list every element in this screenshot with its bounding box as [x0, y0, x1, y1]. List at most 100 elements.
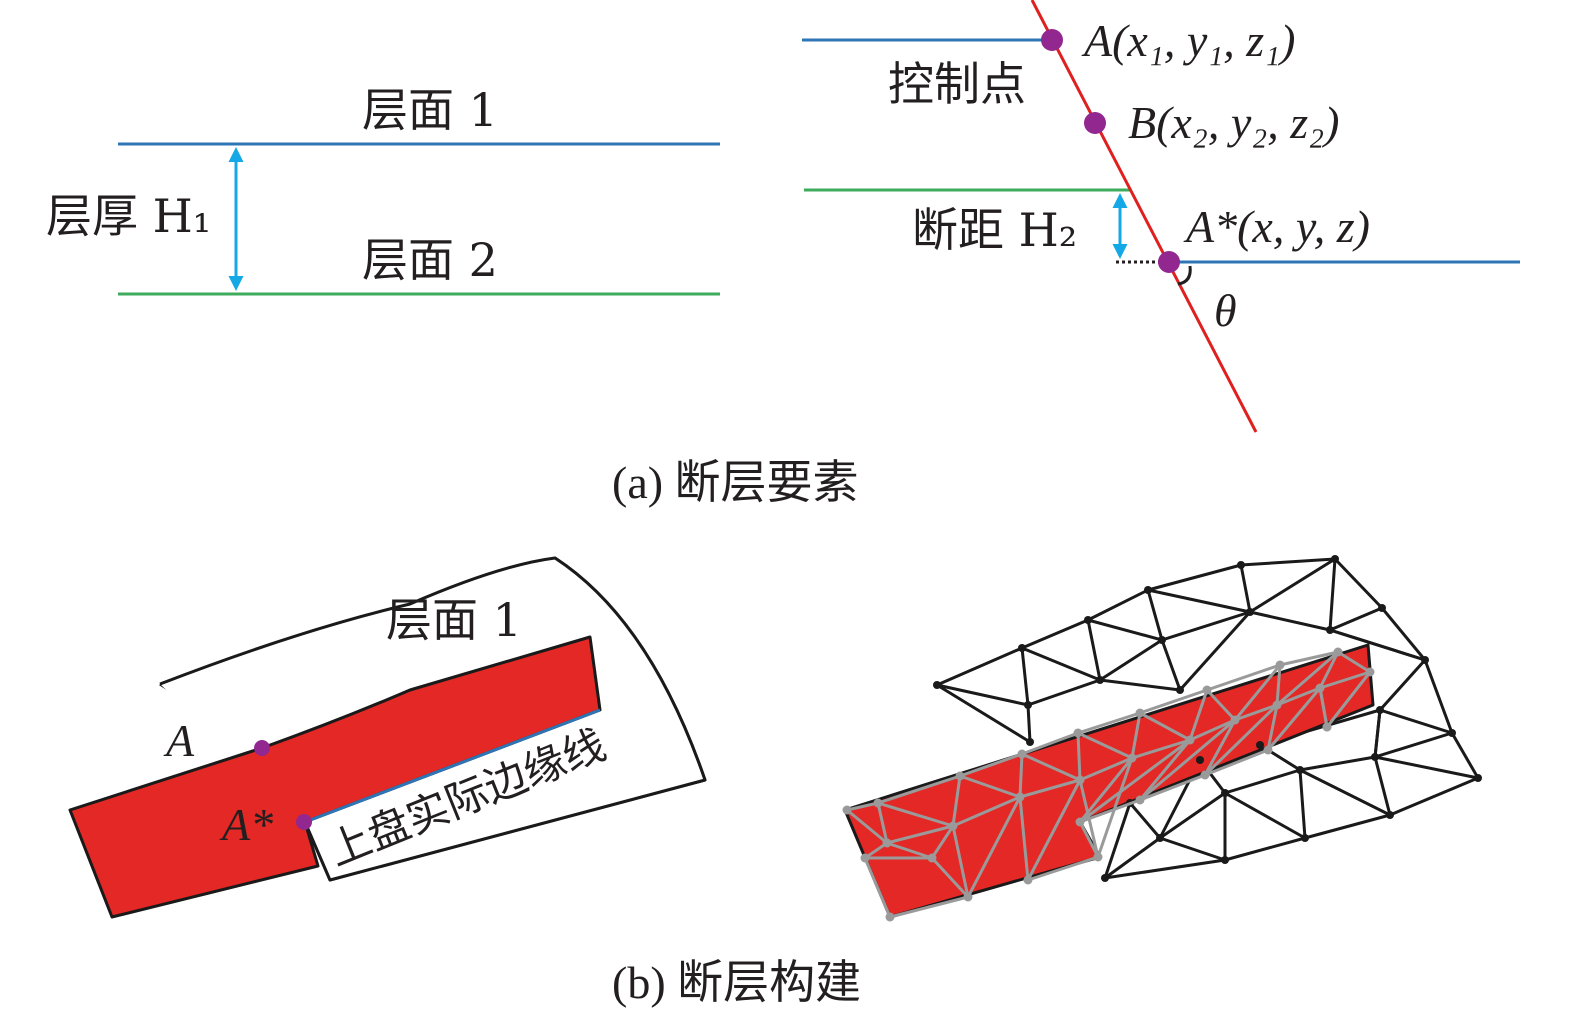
mesh-edge	[1333, 557, 1384, 610]
mesh-node	[1378, 604, 1386, 612]
mesh-inner-edge	[1204, 748, 1269, 777]
mesh-edge	[1380, 607, 1427, 661]
point-a-marker	[254, 740, 270, 756]
mesh-inner-edge	[1021, 752, 1081, 782]
mesh-node	[1237, 561, 1245, 569]
mesh-node	[1158, 636, 1166, 644]
angle-label: θ	[1214, 285, 1237, 336]
mesh-inner-edge	[959, 774, 1021, 799]
mesh-inner-edge	[1138, 739, 1192, 801]
mesh-node	[1301, 834, 1309, 842]
mesh-inner-edge	[1139, 688, 1208, 715]
panel-b-mesh	[842, 555, 1482, 922]
mesh-inner-edge	[1206, 663, 1281, 692]
mesh-edge	[1450, 732, 1480, 779]
point-b-label: B(x₂, y₂, z₂)	[1128, 97, 1339, 148]
mesh-edge	[1020, 647, 1030, 706]
mesh-inner-edge	[846, 801, 879, 812]
mesh-inner-node	[927, 853, 937, 863]
mesh-inner-edge	[863, 857, 892, 918]
mesh-inner-edge	[1021, 731, 1079, 756]
mesh-node	[1326, 626, 1334, 634]
mesh-inner-edge	[1139, 711, 1191, 742]
mesh-node	[1256, 741, 1264, 749]
mesh-node	[1096, 676, 1104, 684]
mesh-inner-edge	[1275, 664, 1282, 706]
mesh-inner-edge	[1096, 757, 1134, 858]
mesh-edge	[936, 683, 1029, 707]
mesh-edge	[1299, 755, 1376, 772]
mesh-inner-edge	[1131, 738, 1191, 760]
mesh-edge	[1249, 610, 1331, 632]
mesh-inner-node	[948, 821, 958, 831]
mesh-node	[1156, 834, 1164, 842]
mesh-inner-edge	[1077, 711, 1141, 735]
panel-a-left: 层面 1 层面 2 层厚 H₁	[46, 83, 720, 296]
mesh-node	[1421, 656, 1429, 664]
mesh-edge	[1224, 836, 1306, 862]
mesh-edge	[1161, 610, 1251, 642]
mesh-inner-edge	[1079, 738, 1191, 824]
mesh-edge	[1099, 678, 1181, 692]
mesh-node	[1176, 686, 1184, 694]
caption-b: (b) 断层构建	[612, 957, 861, 1008]
mesh-inner-node	[1073, 728, 1083, 738]
mesh-node	[1474, 774, 1482, 782]
mesh-node	[1376, 706, 1384, 714]
mesh-inner-edge	[889, 895, 969, 919]
mesh-edge	[1224, 791, 1306, 840]
mesh-inner-edge	[877, 774, 961, 805]
mesh-edge	[1304, 813, 1391, 840]
mesh-edge	[1087, 618, 1163, 642]
mesh-edge	[1146, 589, 1164, 641]
mesh-inner-edge	[930, 856, 970, 899]
mesh-inner-node	[1275, 660, 1285, 670]
mesh-node	[1371, 753, 1379, 761]
mesh-inner-node	[1075, 775, 1085, 785]
mesh-edge	[1159, 791, 1226, 840]
mesh-edge	[1027, 678, 1101, 707]
point-a-star-label: A*(x, y, z)	[1183, 201, 1370, 252]
mesh-node	[1386, 811, 1394, 819]
mesh-inner-edge	[1077, 731, 1133, 760]
mesh-inner-edge	[1276, 686, 1321, 707]
mesh-node	[1024, 701, 1032, 709]
point-a-label: A(x₁, y₁, z₁)	[1081, 15, 1295, 66]
mesh-inner-edge	[1203, 719, 1237, 776]
thickness-label: 层厚 H₁	[46, 189, 211, 243]
angle-arc	[1177, 265, 1192, 286]
point-a-star-marker	[296, 814, 312, 830]
mesh-inner-edge	[846, 808, 888, 845]
mesh-edge	[936, 646, 1023, 687]
mesh-edge	[1087, 588, 1149, 622]
mesh-inner-edge	[952, 795, 1021, 828]
mesh-inner-edge	[1318, 687, 1329, 728]
mesh-inner-edge	[951, 775, 962, 827]
point-a-star-marker	[1158, 251, 1180, 273]
point-b-marker	[1084, 112, 1106, 134]
mesh-inner-edge	[1318, 651, 1340, 689]
mesh-edge	[936, 683, 1031, 744]
mesh-edge	[1104, 836, 1161, 880]
mesh-edge	[1378, 658, 1427, 712]
mesh-inner-node	[1272, 700, 1282, 710]
mesh-inner-edge	[1027, 855, 1099, 882]
mesh-node	[1196, 756, 1204, 764]
mesh-inner-edge	[1078, 821, 1100, 858]
mesh-node	[1246, 608, 1254, 616]
mesh-edge	[1147, 563, 1242, 592]
mesh-node	[1084, 616, 1092, 624]
mesh-node	[933, 681, 941, 689]
mesh-inner-edge	[1019, 778, 1081, 799]
mesh-edge	[1103, 802, 1132, 879]
surface1-label: 层面 1	[386, 593, 522, 647]
mesh-inner-edge	[1139, 718, 1236, 802]
mesh-inner-edge	[1325, 671, 1372, 728]
mesh-inner-node	[882, 838, 892, 848]
mesh-inner-node	[1365, 667, 1375, 677]
panel-b-left: 层面 1 A A* 上盘实际边缘线	[68, 556, 707, 919]
panel-a-right: A(x₁, y₁, z₁) B(x₂, y₂, z₂) A*(x, y, z) …	[802, 0, 1520, 433]
mesh-inner-edge	[1078, 757, 1134, 823]
mesh-inner-node	[1015, 792, 1025, 802]
mesh-inner-edge	[966, 796, 1022, 898]
